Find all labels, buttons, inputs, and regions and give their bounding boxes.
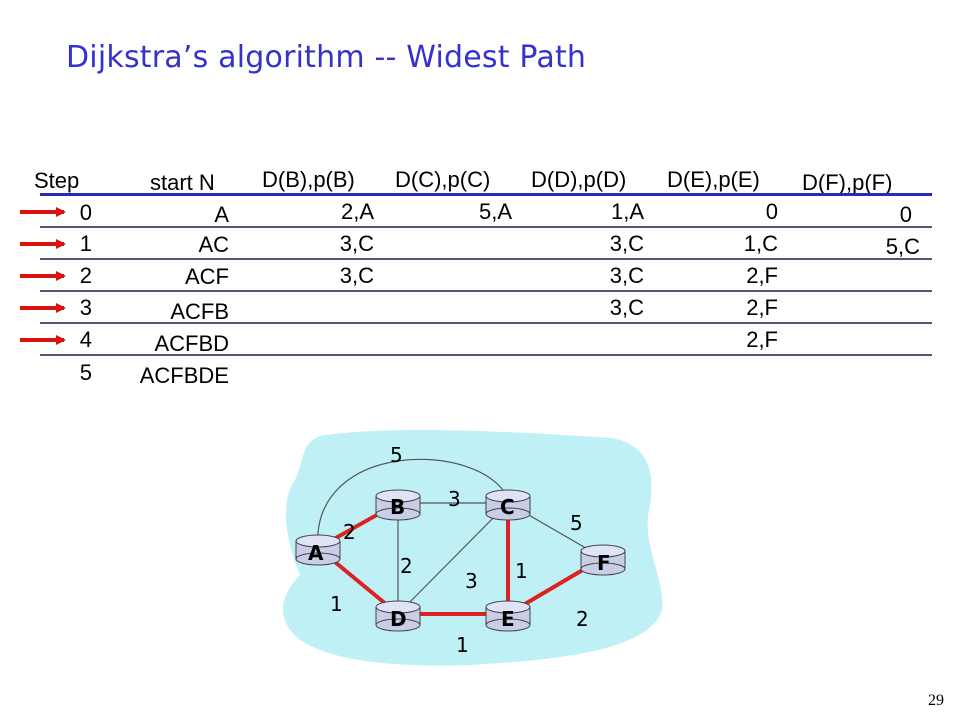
edge-a-c	[317, 458, 509, 549]
weight-c-e: 1	[515, 559, 528, 583]
node-f: F	[580, 544, 626, 576]
cell-d-e: 2,F	[746, 327, 778, 352]
row-separator	[40, 226, 932, 228]
header-d-d: D(D),p(D)	[531, 167, 627, 192]
header-d-b: D(B),p(B)	[262, 167, 355, 192]
node-d: D	[375, 600, 421, 632]
cell-d-d: 3,C	[609, 295, 644, 320]
weight-e-f: 2	[576, 607, 589, 631]
cell-d-d: 3,C	[609, 231, 644, 256]
edge-c-d	[397, 502, 509, 615]
cell-step: 4	[79, 327, 92, 352]
cell-d-d: 1,A	[610, 199, 644, 224]
weight-a-b: 2	[343, 520, 356, 544]
header-step: Step	[34, 168, 80, 193]
cell-d-f: 0	[899, 202, 912, 227]
cell-d-e: 2,F	[746, 263, 778, 288]
weight-b-d: 2	[400, 554, 413, 578]
weight-c-f: 5	[570, 511, 583, 535]
node-b: B	[375, 489, 421, 521]
row-separator	[40, 258, 932, 260]
cell-start-n: A	[214, 202, 229, 227]
row-separator	[40, 322, 932, 324]
cell-step: 0	[79, 200, 92, 225]
header-d-e: D(E),p(E)	[667, 167, 760, 192]
cell-start-n: AC	[198, 232, 229, 257]
node-label-b: B	[390, 495, 405, 519]
node-e: E	[485, 600, 531, 632]
weight-d-e: 1	[456, 633, 469, 657]
cell-d-f: 5,C	[885, 234, 920, 259]
header-d-c: D(C),p(C)	[395, 167, 491, 192]
node-a: A	[295, 534, 341, 566]
cell-d-b: 3,C	[339, 231, 374, 256]
row-separator	[40, 290, 932, 292]
weight-a-d: 1	[330, 592, 343, 616]
cell-step: 2	[79, 263, 92, 288]
node-label-e: E	[501, 607, 515, 631]
node-label-a: A	[308, 541, 324, 565]
cell-start-n: ACFB	[170, 299, 229, 324]
weight-c-d: 3	[465, 569, 478, 593]
slide-title: Dijkstra’s algorithm -- Widest Path	[66, 40, 587, 75]
row-separator	[40, 354, 932, 356]
cell-d-e: 2,F	[746, 295, 778, 320]
header-d-f: D(F),p(F)	[802, 170, 893, 195]
weight-b-c: 3	[448, 487, 461, 511]
cell-start-n: ACFBDE	[139, 363, 229, 388]
weight-a-c: 5	[390, 443, 403, 467]
cell-d-b: 3,C	[339, 263, 374, 288]
cell-start-n: ACF	[185, 264, 229, 289]
header-underline	[40, 193, 932, 196]
node-label-f: F	[597, 551, 611, 575]
cell-step: 1	[79, 231, 92, 256]
cell-d-c: 5,A	[478, 199, 512, 224]
cell-step: 5	[79, 360, 92, 385]
cell-start-n: ACFBD	[154, 331, 229, 356]
node-label-c: C	[500, 495, 515, 519]
cell-d-d: 3,C	[609, 263, 644, 288]
node-label-d: D	[390, 607, 407, 631]
step-arrows	[20, 207, 66, 345]
cell-step: 3	[79, 295, 92, 320]
cell-d-b: 2,A	[340, 199, 374, 224]
node-c: C	[485, 489, 531, 521]
cell-d-e: 1,C	[743, 231, 778, 256]
header-start-n: start N	[150, 170, 215, 195]
page-number: 29	[928, 692, 944, 709]
edge-weights: 5 3 2 5 2 3 1 1 1 2	[330, 443, 589, 657]
cell-d-e: 0	[765, 199, 778, 224]
